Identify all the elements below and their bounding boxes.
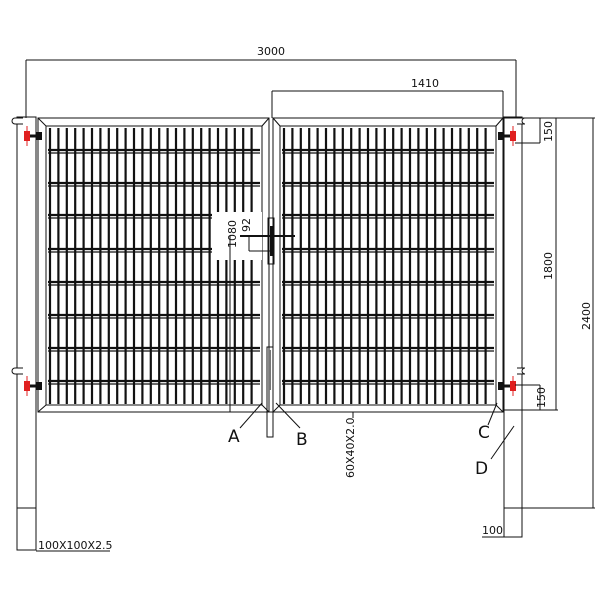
dimension-overall-width-label: 3000 <box>257 45 285 58</box>
left-leaf-frame <box>37 117 270 413</box>
svg-text:150: 150 <box>535 387 548 408</box>
label-a: A <box>228 402 263 447</box>
dimension-lock-offset-label: 92 <box>240 218 253 232</box>
dimension-lock-height-label: 1080 <box>226 220 239 248</box>
svg-text:A: A <box>228 427 240 447</box>
svg-text:C: C <box>478 423 490 443</box>
dimension-post-height: 2400 <box>522 117 595 509</box>
svg-text:150: 150 <box>542 121 555 142</box>
dimension-post-width: 100 <box>482 524 522 538</box>
dimension-leaf-width: 1410 <box>271 77 504 118</box>
left-post <box>16 116 37 551</box>
label-d: D <box>475 425 515 479</box>
svg-text:2400: 2400 <box>580 302 593 330</box>
svg-text:100X100X2.5: 100X100X2.5 <box>38 539 113 552</box>
dimension-leaf-height: 1800 <box>503 118 558 411</box>
hinge-icon <box>11 117 42 146</box>
left-leaf-mesh <box>48 128 260 404</box>
label-c: C <box>478 402 498 443</box>
dimension-hinge-bottom: 150 <box>515 384 548 410</box>
label-b: B <box>275 402 308 450</box>
lock-box: 1080 92 <box>212 212 295 412</box>
svg-text:100: 100 <box>482 524 503 537</box>
hinge-icon <box>498 367 526 396</box>
frame-profile-label: 60X40X2.0 <box>344 412 357 478</box>
svg-text:D: D <box>475 459 488 479</box>
svg-text:B: B <box>296 430 308 450</box>
svg-text:1800: 1800 <box>542 252 555 280</box>
svg-text:60X40X2.0: 60X40X2.0 <box>344 417 357 478</box>
hinges <box>11 117 526 396</box>
dimension-overall-width: 3000 <box>25 45 517 118</box>
dimension-leaf-width-label: 1410 <box>411 77 439 90</box>
right-post <box>503 116 523 538</box>
post-profile-label: 100X100X2.5 <box>36 539 113 552</box>
hinge-icon <box>11 367 42 396</box>
hinge-icon <box>498 117 526 146</box>
drop-bolt <box>266 346 274 438</box>
right-leaf-mesh <box>282 128 494 404</box>
